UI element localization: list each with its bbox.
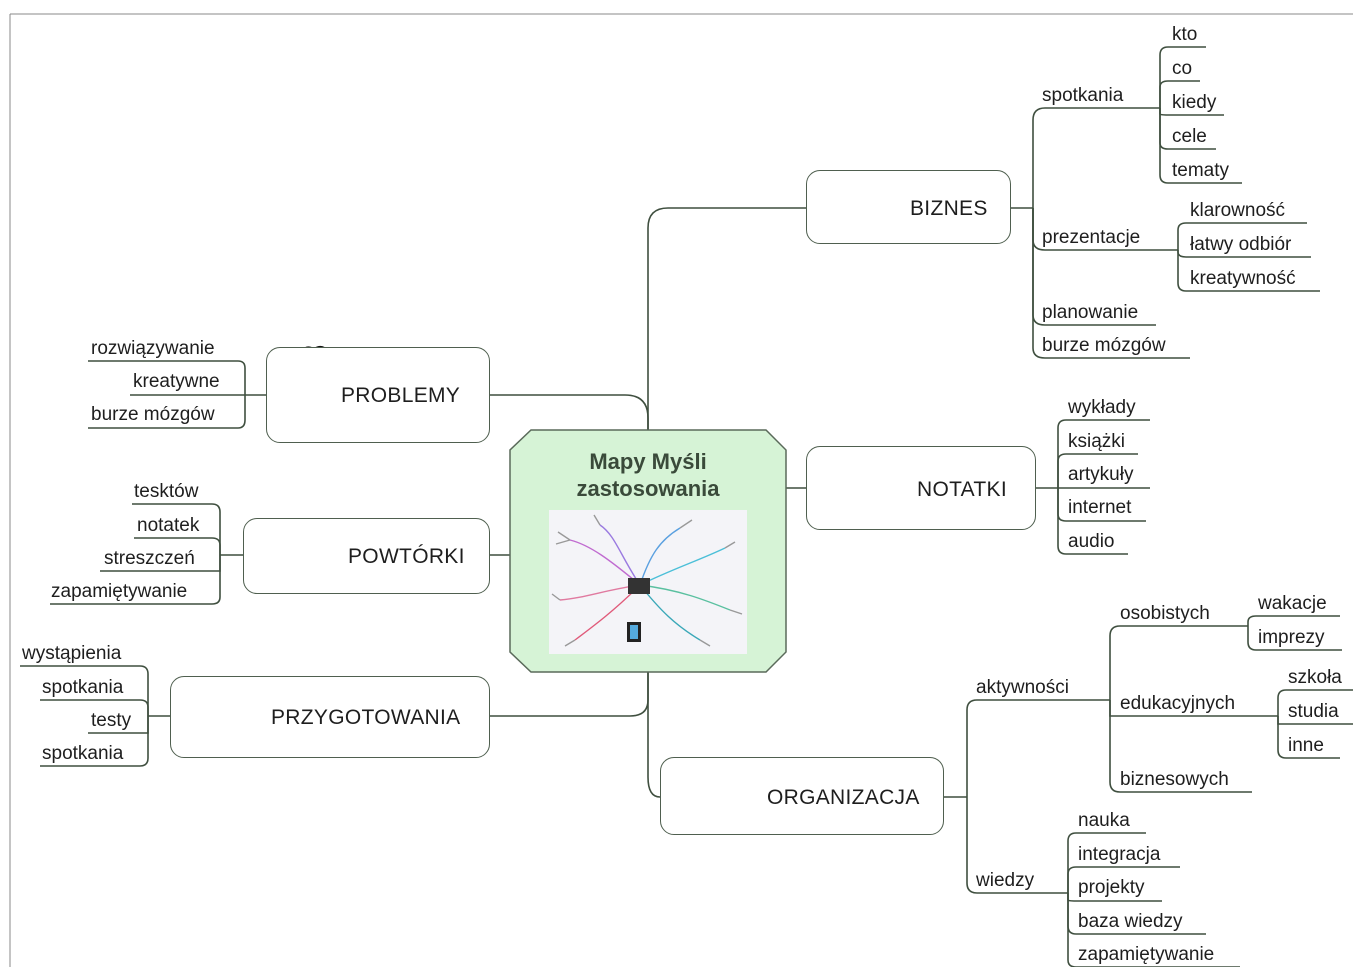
leaf-co[interactable]: co	[1172, 58, 1193, 79]
leaf-wakacje[interactable]: wakacje	[1258, 593, 1327, 614]
leaf-artykuly[interactable]: artykuły	[1068, 464, 1134, 485]
leaf-notatek[interactable]: notatek	[137, 515, 200, 536]
leaf-szkola[interactable]: szkoła	[1288, 667, 1342, 688]
leaf-studia[interactable]: studia	[1288, 701, 1339, 722]
node-problemy-label: PROBLEMY	[341, 384, 461, 407]
leaf-ksiazki[interactable]: książki	[1068, 431, 1126, 452]
leaf-prezentacje[interactable]: prezentacje	[1042, 227, 1141, 248]
mind-map-thumbnail	[549, 510, 747, 654]
leaf-aktywnosci[interactable]: aktywności	[976, 677, 1069, 698]
node-organizacja[interactable]: ORGANIZACJA	[660, 757, 944, 835]
leaf-wyklady[interactable]: wykłady	[1068, 397, 1136, 418]
leaf-osobistych[interactable]: osobistych	[1120, 603, 1210, 624]
leaf-rozwiazywanie[interactable]: rozwiązywanie	[91, 338, 215, 359]
leaf-zapamietywanie-organizacja[interactable]: zapamiętywanie	[1078, 944, 1215, 965]
leaf-internet[interactable]: internet	[1068, 497, 1132, 518]
leaf-burze-mozgow-biznes[interactable]: burze mózgów	[1042, 335, 1166, 356]
leaf-nauka[interactable]: nauka	[1078, 810, 1130, 831]
leaf-tematy[interactable]: tematy	[1172, 160, 1230, 181]
leaf-kto[interactable]: kto	[1172, 24, 1198, 45]
node-notatki-label: NOTATKI	[917, 478, 1007, 501]
node-powtorki[interactable]: POWTÓRKI	[243, 518, 490, 594]
leaf-klarownosc[interactable]: klarowność	[1190, 200, 1286, 221]
leaf-kiedy[interactable]: kiedy	[1172, 92, 1217, 113]
leaf-latwy-odbior[interactable]: łatwy odbiór	[1190, 234, 1292, 255]
node-organizacja-label: ORGANIZACJA	[767, 786, 920, 809]
leaf-testy[interactable]: testy	[91, 710, 132, 731]
leaf-biznesowych[interactable]: biznesowych	[1120, 769, 1229, 790]
leaf-wystapienia[interactable]: wystąpienia	[22, 643, 122, 664]
leaf-projekty[interactable]: projekty	[1078, 877, 1145, 898]
leaf-kreatywnosc[interactable]: kreatywność	[1190, 268, 1296, 289]
center-node-title: Mapy Myśli zastosowania	[510, 448, 786, 502]
node-powtorki-label: POWTÓRKI	[348, 545, 465, 568]
leaf-audio[interactable]: audio	[1068, 531, 1115, 552]
leaf-tesktow[interactable]: tesktów	[134, 481, 199, 502]
leaf-streszczen[interactable]: streszczeń	[104, 548, 195, 569]
leaf-cele[interactable]: cele	[1172, 126, 1207, 147]
leaf-edukacyjnych[interactable]: edukacyjnych	[1120, 693, 1236, 714]
node-biznes-label: BIZNES	[910, 197, 988, 220]
leaf-zapamietywanie-powtorki[interactable]: zapamiętywanie	[51, 581, 188, 602]
center-title-line2: zastosowania	[576, 476, 720, 501]
center-title-line1: Mapy Myśli	[589, 449, 707, 474]
node-przygotowania-label: PRZYGOTOWANIA	[271, 706, 461, 729]
leaf-planowanie[interactable]: planowanie	[1042, 302, 1139, 323]
leaf-spotkania[interactable]: spotkania	[1042, 85, 1124, 106]
connectors	[20, 46, 1353, 967]
node-biznes[interactable]: BIZNES	[806, 170, 1011, 244]
leaf-inne[interactable]: inne	[1288, 735, 1324, 756]
leaf-burze-mozgow-problemy[interactable]: burze mózgów	[91, 404, 215, 425]
leaf-wiedzy[interactable]: wiedzy	[976, 870, 1035, 891]
leaf-imprezy[interactable]: imprezy	[1258, 627, 1325, 648]
node-problemy[interactable]: PROBLEMY	[266, 347, 490, 443]
leaf-spotkania-przygotowania-2[interactable]: spotkania	[42, 743, 124, 764]
leaf-baza-wiedzy[interactable]: baza wiedzy	[1078, 911, 1183, 932]
leaf-kreatywne[interactable]: kreatywne	[133, 371, 220, 392]
node-notatki[interactable]: NOTATKI	[806, 446, 1036, 530]
leaf-spotkania-przygotowania-1[interactable]: spotkania	[42, 677, 124, 698]
node-przygotowania[interactable]: PRZYGOTOWANIA	[170, 676, 490, 758]
leaf-integracja[interactable]: integracja	[1078, 844, 1161, 865]
